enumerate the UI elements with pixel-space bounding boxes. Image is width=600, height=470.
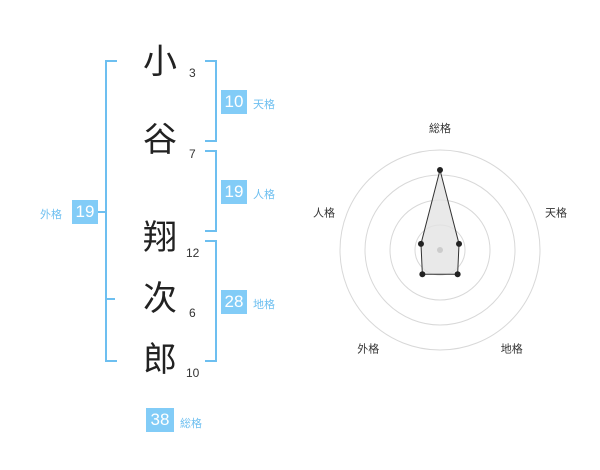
radar-point-1 xyxy=(437,167,443,173)
gaikaku-label: 外格 xyxy=(40,208,62,221)
name-char-3: 翔 xyxy=(143,218,177,258)
chikaku-bracket xyxy=(205,240,217,362)
radar-axis-label-2: 天格 xyxy=(545,205,567,219)
radar-axis-label-1: 総格 xyxy=(429,121,451,135)
tenkaku-label: 天格 xyxy=(253,98,275,111)
radar-axis-label-5: 人格 xyxy=(313,205,335,219)
jinkaku-bracket xyxy=(205,150,217,232)
radar-axis-label-3: 地格 xyxy=(501,342,523,356)
gaikaku-connector xyxy=(98,211,105,213)
jinkaku-label: 人格 xyxy=(253,188,275,201)
name-char-4: 次 xyxy=(143,279,177,319)
soukaku-value: 38 xyxy=(146,408,174,432)
gaikaku-value: 19 xyxy=(72,200,98,224)
tenkaku-bracket xyxy=(205,60,217,142)
soukaku-label: 総格 xyxy=(180,417,202,430)
stroke-count-5: 10 xyxy=(186,366,200,380)
radar-axis-label-4: 外格 xyxy=(357,342,379,356)
gaikaku-bracket-tick xyxy=(105,298,115,300)
jinkaku-value: 19 xyxy=(221,180,247,204)
name-char-5: 郎 xyxy=(143,340,177,380)
stroke-count-4: 6 xyxy=(189,306,196,320)
tenkaku-value: 10 xyxy=(221,90,247,114)
radar-point-5 xyxy=(417,240,424,247)
stroke-count-3: 12 xyxy=(186,246,200,260)
name-char-1: 小 xyxy=(143,42,177,82)
stroke-count-1: 3 xyxy=(189,66,196,80)
chikaku-value: 28 xyxy=(221,290,247,314)
radar-point-2 xyxy=(456,240,463,247)
radar-center-dot xyxy=(437,247,443,253)
stroke-count-2: 7 xyxy=(189,147,196,161)
radar-point-3 xyxy=(454,271,461,278)
radar-polygon xyxy=(420,169,460,275)
radar-ring xyxy=(339,149,541,351)
name-diagram: 小 谷 翔 次 郎 3 7 12 6 10 10 天格 19 人格 28 地格 … xyxy=(40,42,275,432)
radar-points xyxy=(417,167,463,278)
chikaku-label: 地格 xyxy=(253,298,275,311)
name-char-2: 谷 xyxy=(143,120,177,160)
radar-point-4 xyxy=(419,271,426,278)
gaikaku-bracket xyxy=(105,60,117,362)
